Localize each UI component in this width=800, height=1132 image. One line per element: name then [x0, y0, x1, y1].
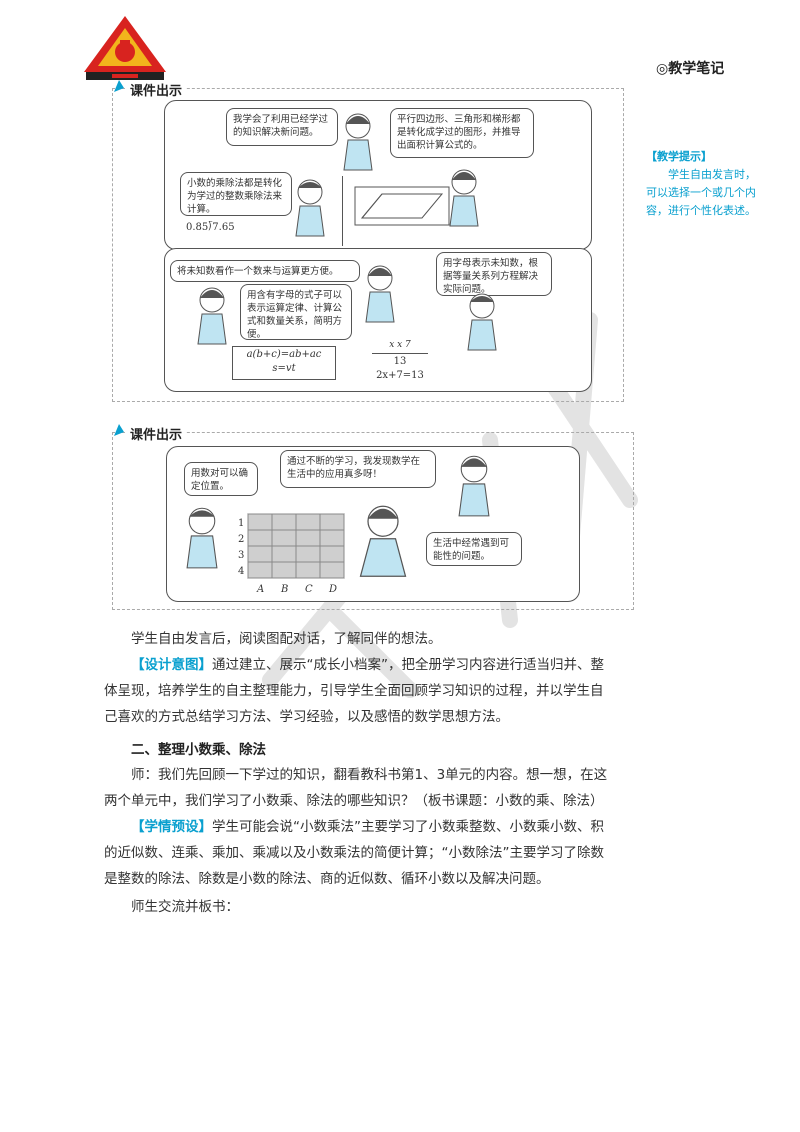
- teaching-notes-heading: ◎教学笔记: [656, 61, 725, 77]
- speech-bubble: 用字母表示未知数，根据等量关系列方程解决实际问题。: [436, 252, 552, 296]
- coordinate-grid: 1 2 3 4A B C D: [238, 513, 345, 595]
- equation-bottom: 2x+7=13: [376, 370, 424, 381]
- publisher-logo: [84, 16, 166, 80]
- paragraph-design-intent: 【设计意图】通过建立、展示“成长小档案”，把全册学习内容进行适当归并、整体呈现，…: [104, 652, 612, 730]
- paragraph-teacher: 师：我们先回顾一下学过的知识，翻看教科书第1、3单元的内容。想一想，在这两个单元…: [104, 767, 608, 809]
- teaching-tip-tag: 【教学提示】: [646, 150, 712, 163]
- student-figure: [458, 455, 490, 517]
- student-figure: [365, 265, 395, 323]
- preset-tag: 【学情预设】: [131, 819, 212, 835]
- speech-bubble: 生活中经常遇到可能性的问题。: [426, 532, 522, 566]
- student-figure: [467, 293, 497, 351]
- grid-col-label: A: [256, 584, 264, 595]
- scene-divider: [342, 176, 343, 246]
- grid-row-label: 3: [238, 550, 244, 561]
- panel-2-label: 课件出示: [126, 424, 187, 443]
- parallelogram-figure: [354, 186, 450, 226]
- paragraph-preset: 【学情预设】学生可能会说“小数乘法”主要学习了小数乘整数、小数乘小数、积的近似数…: [104, 814, 612, 892]
- speech-bubble: 用含有字母的式子可以表示运算定律、计算公式和数量关系，简明方便。: [240, 284, 352, 340]
- preset-text: 学生可能会说“小数乘法”主要学习了小数乘整数、小数乘小数、积的近似数、连乘、乘加…: [104, 819, 604, 887]
- design-intent-tag: 【设计意图】: [131, 657, 212, 673]
- formula-distance: s=vt: [272, 363, 296, 374]
- equation-box: x x 7 13 2x+7=13: [368, 340, 432, 386]
- student-figure: [449, 169, 479, 227]
- student-figure: [197, 287, 227, 345]
- formula-box: a(b+c)=ab+ac s=vt: [232, 346, 336, 380]
- design-intent-text: 通过建立、展示“成长小档案”，把全册学习内容进行适当归并、整体呈现，培养学生的自…: [104, 657, 604, 725]
- courseware-panel-1: [112, 88, 624, 402]
- ribbon-icon: [114, 424, 124, 436]
- formula-distributive: a(b+c)=ab+ac: [246, 349, 322, 360]
- speech-bubble: 我学会了利用已经学过的知识解决新问题。: [226, 108, 338, 146]
- paragraph-1: 学生自由发言后，阅读图配对话，了解同伴的想法。: [131, 631, 442, 647]
- panel-1-label: 课件出示: [126, 80, 187, 99]
- speech-bubble: 通过不断的学习，我发现数学在生活中的应用真多呀！: [280, 450, 436, 488]
- speech-bubble: 将未知数看作一个数来与运算更方便。: [170, 260, 360, 282]
- student-figure: [359, 505, 407, 577]
- grid-row-label: 4: [238, 566, 244, 577]
- speech-bubble: 用数对可以确定位置。: [184, 462, 258, 496]
- grid-col-label: B: [280, 584, 288, 595]
- grid-row-label: 2: [238, 534, 244, 545]
- ribbon-icon: [114, 80, 124, 92]
- speech-bubble: 平行四边形、三角形和梯形都是转化成学过的图形，并推导出面积计算公式的。: [390, 108, 534, 158]
- equation-total: 13: [393, 356, 407, 367]
- teaching-tip-text: 学生自由发言时，可以选择一个或几个内容，进行个性化表述。: [646, 168, 756, 217]
- speech-bubble: 小数的乘除法都是转化为学过的整数乘除法来计算。: [180, 172, 292, 216]
- student-figure: [343, 113, 373, 171]
- teaching-tip: 【教学提示】 学生自由发言时，可以选择一个或几个内容，进行个性化表述。: [646, 148, 766, 220]
- division-expression: 0.85⟌7.65: [186, 222, 235, 233]
- student-figure: [295, 179, 325, 237]
- paragraph-board: 师生交流并板书：: [131, 899, 239, 915]
- student-figure: [186, 507, 218, 569]
- section-title: 二、整理小数乘、除法: [131, 742, 266, 758]
- equation-top: x x 7: [389, 340, 411, 350]
- grid-col-label: C: [305, 584, 313, 595]
- courseware-panel-2: [112, 432, 634, 610]
- grid-row-label: 1: [238, 518, 244, 529]
- grid-col-label: D: [328, 584, 337, 595]
